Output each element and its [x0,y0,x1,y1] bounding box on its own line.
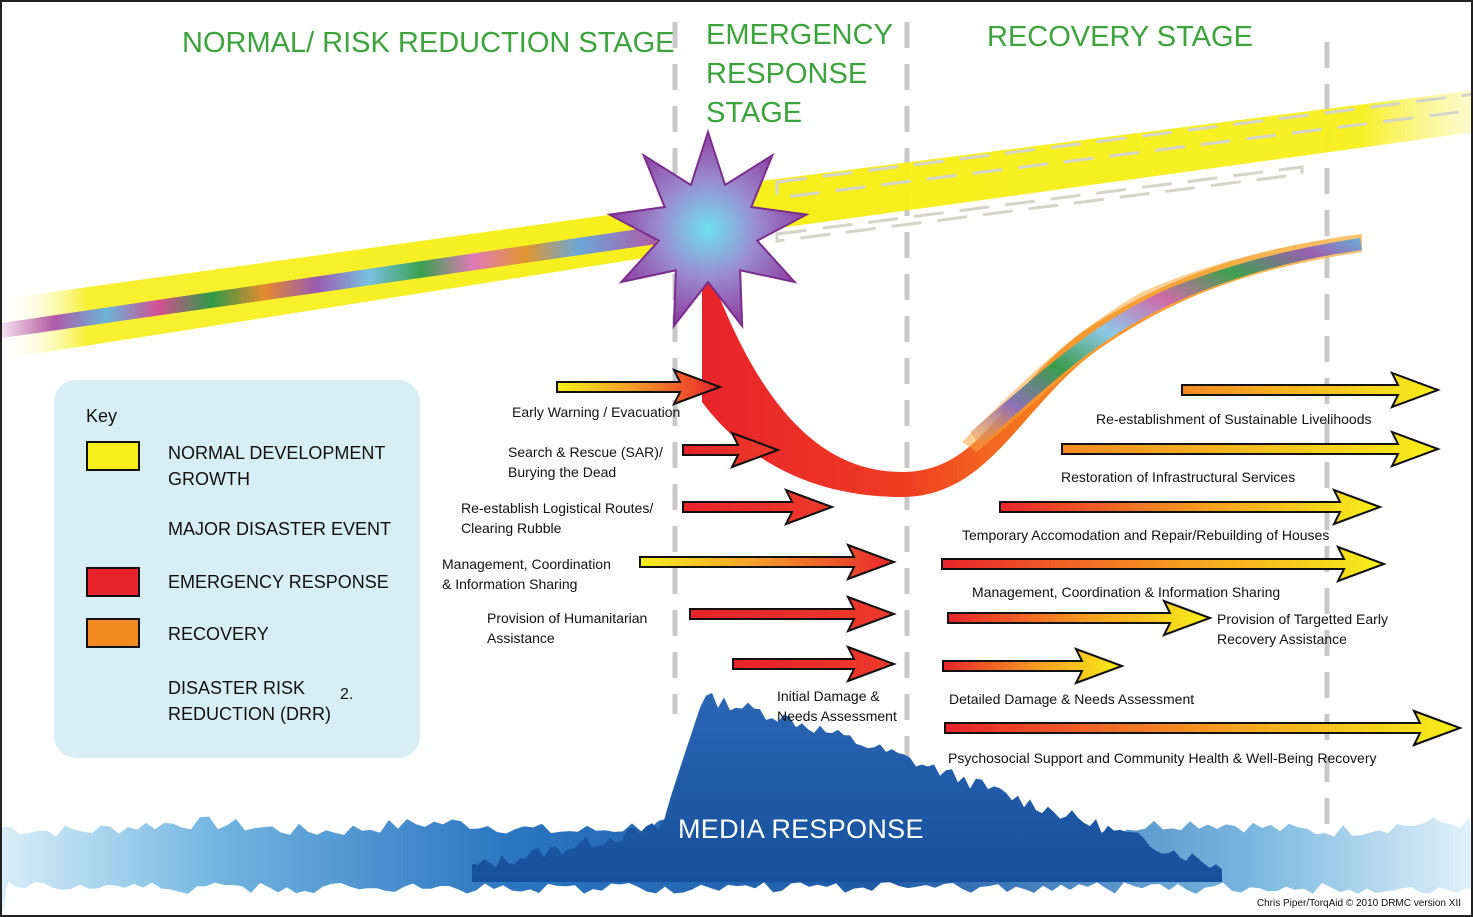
label-line: Clearing Rubble [461,520,562,536]
stage-title-normal: NORMAL/ RISK REDUCTION STAGE [182,27,675,59]
projected-growth-outline-lower [775,165,1304,243]
arrow-logistical-routes [682,488,835,526]
drr-band-left [2,227,657,338]
activity-arrows [556,368,1463,747]
key-label-line: MAJOR DISASTER EVENT [168,519,392,539]
label-detailed-damage: Detailed Damage & Needs Assessment [949,689,1194,709]
label-psychosocial: Psychosocial Support and Community Healt… [948,748,1377,768]
arrow-initial-damage [732,645,897,683]
key-title: Key [86,406,118,426]
key-normal-swatch [86,441,140,471]
label-temporary-accommodation: Temporary Accomodation and Repair/Rebuil… [962,525,1329,545]
key-normal-label: NORMAL DEVELOPMENT GROWTH [168,440,385,492]
media-response-peak [472,692,1222,882]
key-drr-label: DISASTER RISK REDUCTION (DRR) [168,675,331,727]
label-line: Provision of Targetted Early [1217,611,1388,627]
arrow-management-recovery [941,545,1387,583]
label-line: Initial Damage & [777,688,880,704]
label-search-rescue: Search & Rescue (SAR)/ Burying the Dead [508,442,663,482]
label-logistical-routes: Re-establish Logistical Routes/ Clearing… [461,498,653,538]
label-line: Search & Rescue (SAR)/ [508,444,663,460]
label-line: Management, Coordination [442,556,611,572]
arrow-targetted-assistance [947,599,1213,637]
label-line: Management, Coordination & Information S… [972,584,1281,600]
key-footnote-marker: 2. [340,686,354,703]
media-response-label: MEDIA RESPONSE [678,814,924,844]
arrow-detailed-damage [942,647,1125,685]
arrow-temporary-accommodation [999,488,1383,526]
arrow-humanitarian-assistance [689,595,897,633]
arrow-infrastructure [1061,430,1441,468]
legend-key: Key NORMAL DEVELOPMENT GROWTH MAJOR DISA… [54,380,420,758]
key-emergency-swatch [86,567,140,597]
major-disaster-event-star [606,128,810,330]
stage-title-emergency-line3: STAGE [706,97,803,129]
arrow-psychosocial [944,709,1463,747]
label-line: Restoration of Infrastructural Services [1061,469,1296,485]
stage-title-emergency-line2: RESPONSE [706,58,868,90]
key-label-line: GROWTH [168,469,250,489]
arrow-management-emergency [639,543,897,581]
label-line: Assistance [487,630,555,646]
credit-line: Chris Piper/TorqAid © 2010 DRMC version … [1256,898,1461,909]
arrow-early-warning [556,368,723,406]
key-label-line: REDUCTION (DRR) [168,704,331,724]
label-livelihoods: Re-establishment of Sustainable Liveliho… [1096,409,1372,429]
label-line: Detailed Damage & Needs Assessment [949,691,1195,707]
label-line: Needs Assessment [777,708,897,724]
label-initial-damage: Initial Damage & Needs Assessment [777,686,897,726]
label-line: & Information Sharing [442,576,578,592]
emergency-recovery-trough [702,234,1362,497]
arrow-livelihoods [1181,371,1441,409]
label-line: Recovery Assistance [1217,631,1347,647]
label-line: Burying the Dead [508,464,617,480]
label-management-emergency: Management, Coordination & Information S… [442,554,611,594]
key-recovery-label: RECOVERY [168,621,269,647]
label-line: Provision of Humanitarian [487,610,648,626]
label-humanitarian-assistance: Provision of Humanitarian Assistance [487,608,647,648]
label-line: Psychosocial Support and Community Healt… [948,750,1377,766]
key-disaster-label: MAJOR DISASTER EVENT [168,516,391,542]
stage-title-emergency: EMERGENCY RESPONSE STAGE [706,16,893,133]
label-line: Temporary Accomodation and Repair/Rebuil… [962,527,1330,543]
label-line: Re-establishment of Sustainable Liveliho… [1096,411,1372,427]
key-label-line: EMERGENCY RESPONSE [168,572,389,592]
label-management-recovery: Management, Coordination & Information S… [972,582,1280,602]
key-emergency-label: EMERGENCY RESPONSE [168,569,389,595]
stage-title-recovery: RECOVERY STAGE [987,21,1253,53]
label-line: Early Warning / Evacuation [512,404,681,420]
label-infrastructure: Restoration of Infrastructural Services [1061,467,1295,487]
label-line: Re-establish Logistical Routes/ [461,500,654,516]
key-recovery-swatch [86,618,140,648]
key-label-line: NORMAL DEVELOPMENT [168,443,386,463]
normal-growth-band-right [714,90,1471,237]
projected-growth-outline [775,92,1471,200]
stage-title-emergency-line1: EMERGENCY [706,19,893,51]
key-label-line: DISASTER RISK [168,678,306,698]
arrow-search-rescue [682,431,781,469]
label-early-warning: Early Warning / Evacuation [512,402,680,422]
key-label-line: RECOVERY [168,624,269,644]
label-targetted-assistance: Provision of Targetted Early Recovery As… [1217,609,1388,649]
